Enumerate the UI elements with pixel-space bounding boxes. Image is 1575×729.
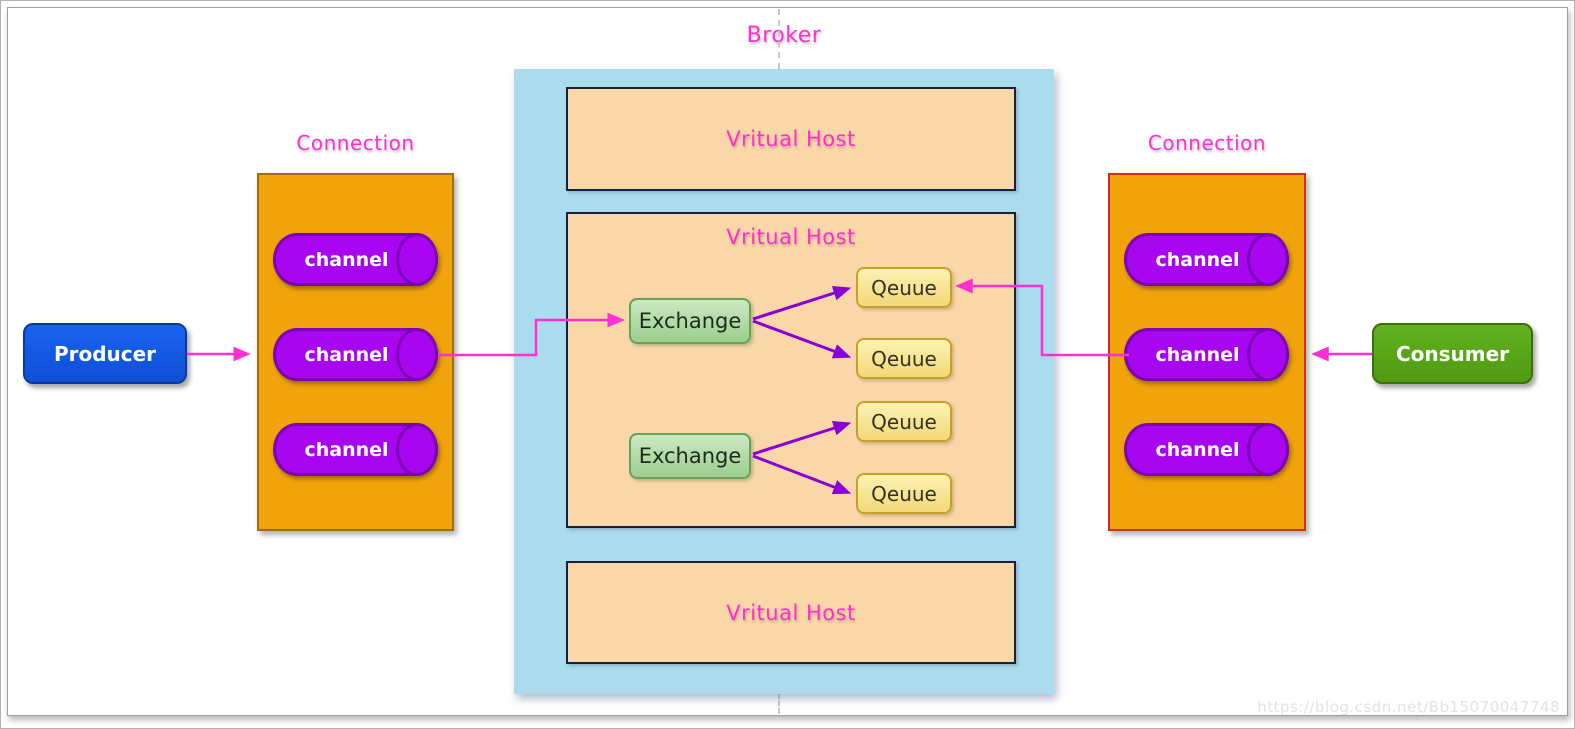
left-channel-2: channel (273, 328, 438, 381)
right-connection-title: Connection (1147, 131, 1267, 155)
consumer-label: Consumer (1395, 341, 1510, 366)
right-channel-1: channel (1124, 233, 1289, 286)
exchange-1: Exchange (629, 298, 751, 344)
queue-2: Qeuue (856, 338, 952, 379)
left-channel-1: channel (273, 233, 438, 286)
broker-title: Broker (746, 23, 822, 48)
cylinder-cap (1247, 423, 1289, 476)
left-channel-3-label: channel (304, 438, 389, 461)
queue-2-label: Qeuue (871, 346, 937, 371)
queue-1-label: Qeuue (871, 275, 937, 300)
virtual-host-bottom-label: Vritual Host (726, 600, 856, 625)
right-channel-1-label: channel (1155, 248, 1240, 271)
exchange-2-label: Exchange (638, 444, 742, 468)
cylinder-cap (396, 328, 438, 381)
right-channel-2-label: channel (1155, 343, 1240, 366)
virtual-host-top: Vritual Host (566, 87, 1016, 191)
exchange-2: Exchange (629, 433, 751, 479)
cylinder-cap (1247, 328, 1289, 381)
left-channel-1-label: channel (304, 248, 389, 271)
dashed-guide-top (778, 9, 780, 69)
producer-node: Producer (23, 323, 187, 384)
queue-3: Qeuue (856, 401, 952, 442)
virtual-host-top-label: Vritual Host (726, 127, 856, 151)
dashed-guide-bottom (778, 693, 780, 714)
left-connection-title: Connection (296, 131, 415, 155)
cylinder-cap (1247, 233, 1289, 286)
consumer-node: Consumer (1372, 323, 1533, 384)
right-channel-2: channel (1124, 328, 1289, 381)
exchange-1-label: Exchange (638, 309, 742, 333)
producer-label: Producer (53, 341, 157, 366)
queue-1: Qeuue (856, 267, 952, 308)
virtual-host-bottom: Vritual Host (566, 561, 1016, 664)
queue-4-label: Qeuue (871, 481, 937, 506)
right-channel-3: channel (1124, 423, 1289, 476)
virtual-host-middle-label: Vritual Host (726, 225, 856, 249)
cylinder-cap (396, 233, 438, 286)
left-channel-2-label: channel (304, 343, 389, 366)
right-channel-3-label: channel (1155, 438, 1240, 461)
watermark-text: https://blog.csdn.net/Bb15070047748 (1257, 698, 1560, 716)
queue-3-label: Qeuue (871, 409, 937, 434)
cylinder-cap (396, 423, 438, 476)
queue-4: Qeuue (856, 473, 952, 514)
left-channel-3: channel (273, 423, 438, 476)
